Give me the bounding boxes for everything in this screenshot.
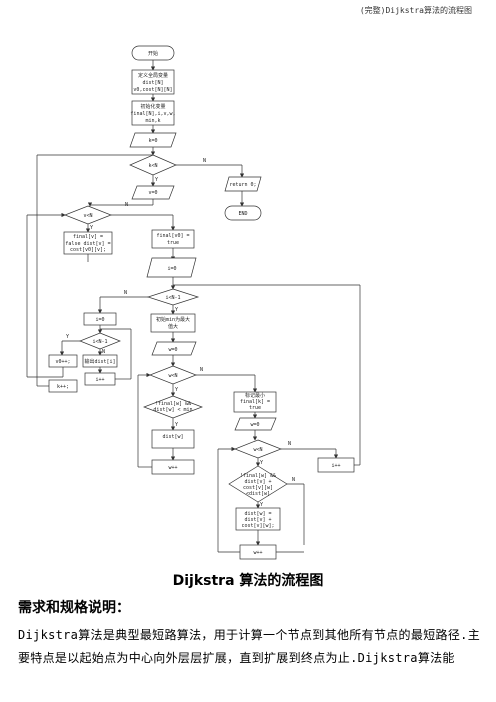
return-node	[224, 176, 262, 192]
label-define-locals-2: min,k	[145, 118, 160, 124]
branch-y-6: Y	[260, 460, 263, 466]
branch-n-7: N	[292, 477, 295, 483]
label-find-min-0: 初始min为最大	[156, 316, 190, 323]
label-mark-final-0: 标记最小	[245, 392, 265, 399]
label-i-inc: i++	[331, 463, 340, 469]
label-mark-final-1: final[k] =	[240, 399, 270, 405]
label-relax-update-1: dist[v] +	[244, 517, 271, 523]
caption-zh: 算法的流程图	[234, 573, 324, 589]
label-define-locals-1: final[N],i,v,w,	[130, 111, 175, 117]
label-check-final-0: !final[w] &&	[155, 401, 191, 407]
flowchart-labels: 开始 定义全局变量 dist[N] v0,cost[N][N] 初始化变量 fi…	[55, 50, 340, 556]
label-define-vars-2: v0,cost[N][N]	[133, 87, 172, 93]
branch-y-4: Y	[175, 387, 178, 393]
set-w0-node	[151, 341, 197, 356]
label-define-locals-0: 初始化变量	[140, 103, 165, 110]
body-paragraph: Dijkstra算法是典型最短路算法，用于计算一个节点到其他所有节点的最短路径.…	[18, 628, 480, 665]
label-relax-check-0: !final[w] &&	[240, 473, 276, 479]
branch-y-2: Y	[90, 225, 93, 231]
label-cond-outer: i<N-1	[165, 295, 180, 301]
label-set-w0: w=0	[168, 347, 177, 353]
branch-y-3: Y	[175, 307, 178, 313]
branch-n-1: N	[203, 158, 206, 164]
label-set-i0: i=0	[167, 266, 176, 272]
branch-n-2: N	[125, 202, 128, 208]
label-k-inc: k++;	[57, 384, 69, 390]
label-check-final-1: dist[w] < min	[153, 407, 192, 413]
label-print-i-inc: i++	[95, 377, 104, 383]
label-end: END	[238, 211, 247, 217]
label-print: 输出dist[i]	[84, 358, 115, 365]
caption-en: Dijkstra	[172, 573, 235, 589]
label-print-init: i=0	[95, 317, 104, 323]
label-cond-w: w<N	[168, 373, 177, 379]
branch-y-5: Y	[175, 422, 178, 428]
label-return: return 0;	[229, 182, 256, 188]
set-i0-node	[146, 257, 197, 278]
branch-y-1: Y	[155, 177, 158, 183]
label-start: 开始	[148, 50, 158, 57]
branch-y-8: Y	[66, 334, 69, 340]
label-relax-update-0: dist[w] =	[244, 511, 271, 517]
end-node	[224, 205, 262, 221]
branch-n-3: N	[124, 290, 127, 296]
flowchart: 开始 定义全局变量 dist[N] v0,cost[N][N] 初始化变量 fi…	[26, 45, 361, 560]
figure-caption: Dijkstra 算法的流程图	[0, 570, 496, 590]
label-w-inc: w++	[168, 465, 177, 471]
page-header: (完整)Dijkstra算法的流程图	[359, 6, 472, 15]
label-init-final-2: cost[v0][v];	[70, 247, 106, 253]
set-v0-node	[131, 185, 175, 200]
label-set-v0: v=0	[148, 190, 157, 196]
init-k-node	[129, 132, 177, 148]
label-w-inc2: w++	[253, 550, 262, 556]
label-find-min-1: 值大	[168, 323, 178, 330]
label-cond-print: i<N-1	[92, 339, 107, 345]
label-define-vars-1: dist[N]	[142, 80, 163, 86]
label-define-vars-0: 定义全局变量	[138, 72, 168, 79]
branch-n-4: N	[200, 367, 203, 373]
label-final-v0-1: true	[167, 240, 179, 246]
label-relax-update-2: cost[v][w];	[241, 523, 274, 529]
set-w0b-node	[234, 417, 277, 431]
label-relax-check-2: cost[v][w]	[243, 485, 273, 491]
label-set-w0b: w=0	[250, 422, 259, 428]
label-relax-check-1: dist[v] +	[244, 479, 271, 485]
branch-n-8: N	[102, 349, 105, 355]
label-cond-v: v<N	[83, 213, 92, 219]
label-v-inc: v0++;	[55, 359, 70, 365]
label-mark-final-2: true	[249, 405, 261, 411]
label-final-v0-0: final[v0] =	[156, 233, 189, 239]
label-init-final-1: false dist[v] =	[65, 241, 110, 247]
label-init-final-0: final[v] =	[73, 234, 103, 240]
section-title: 需求和规格说明：	[18, 600, 130, 616]
label-update-min: dist[w]	[162, 434, 183, 440]
label-init-k: k=0	[148, 138, 157, 144]
branch-y-7: Y	[260, 502, 263, 508]
label-cond-w2: w<N	[253, 447, 262, 453]
define-vars-box	[131, 69, 175, 95]
label-cond-k: k<N	[148, 163, 157, 169]
branch-n-6: N	[288, 441, 291, 447]
label-relax-check-3: <dist[w]	[246, 491, 270, 497]
